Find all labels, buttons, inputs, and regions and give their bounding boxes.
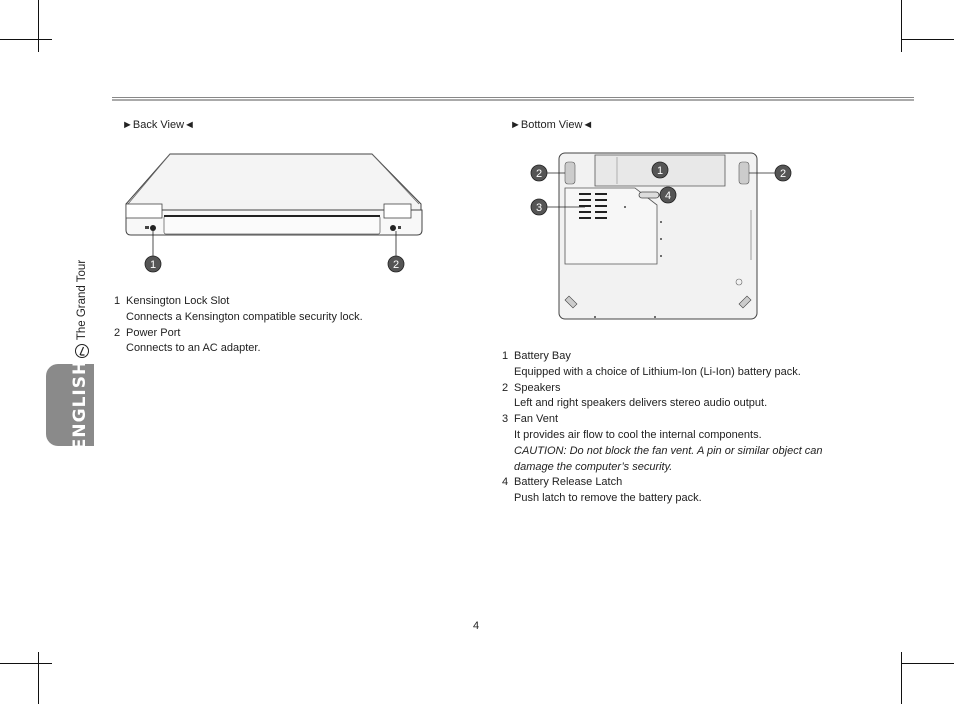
back-callout-1: 1 xyxy=(150,259,156,271)
list-item-desc: Left and right speakers delivers stereo … xyxy=(514,397,768,410)
item-name: Battery Bay xyxy=(514,350,571,362)
crop-mark-tr-v xyxy=(901,0,902,52)
bottom-callout-2-left: 2 xyxy=(536,168,542,180)
bottom-callout-3: 3 xyxy=(536,202,542,214)
bottom-callout-2-right: 2 xyxy=(780,168,786,180)
back-view-figure: 1 2 xyxy=(125,153,423,273)
item-name: Kensington Lock Slot xyxy=(126,295,230,307)
side-section-title: The Grand Tour xyxy=(76,259,88,341)
crop-mark-bl-h xyxy=(0,663,52,664)
bottom-callout-4: 4 xyxy=(665,190,671,202)
brand-logo-icon xyxy=(75,344,89,358)
bottom-callout-1: 1 xyxy=(657,165,663,177)
list-item-desc: It provides air flow to cool the interna… xyxy=(514,428,762,441)
bottom-view-title: ►Bottom View◄ xyxy=(510,119,594,131)
item-name: Speakers xyxy=(514,381,561,394)
list-item-desc: Connects to an AC adapter. xyxy=(126,342,261,355)
language-tab-label: ENGLISH xyxy=(70,359,90,451)
list-item-desc: Connects a Kensington compatible securit… xyxy=(126,310,363,323)
bottom-view-figure: 1 2 2 3 4 xyxy=(530,152,792,320)
caution-text: damage the computer’s security. xyxy=(514,460,673,473)
item-name: Battery Release Latch xyxy=(514,476,623,489)
crop-mark-tl-h xyxy=(0,39,52,40)
list-item-desc: Push latch to remove the battery pack. xyxy=(514,492,702,505)
crop-mark-br-v xyxy=(901,652,902,704)
crop-mark-tl-v xyxy=(38,0,39,52)
back-callout-2: 2 xyxy=(393,259,399,271)
crop-mark-tr-h xyxy=(901,39,954,40)
header-rule xyxy=(112,97,914,101)
page-number: 4 xyxy=(473,620,480,632)
language-tab xyxy=(46,364,94,446)
back-view-title: ►Back View◄ xyxy=(122,119,195,131)
crop-mark-br-h xyxy=(901,663,954,664)
item-name: Power Port xyxy=(126,326,181,339)
list-item-desc: Equipped with a choice of Lithium-Ion (L… xyxy=(514,365,801,378)
caution-text: CAUTION: Do not block the fan vent. A pi… xyxy=(514,444,823,457)
crop-mark-bl-v xyxy=(38,652,39,704)
item-name: Fan Vent xyxy=(514,413,559,426)
